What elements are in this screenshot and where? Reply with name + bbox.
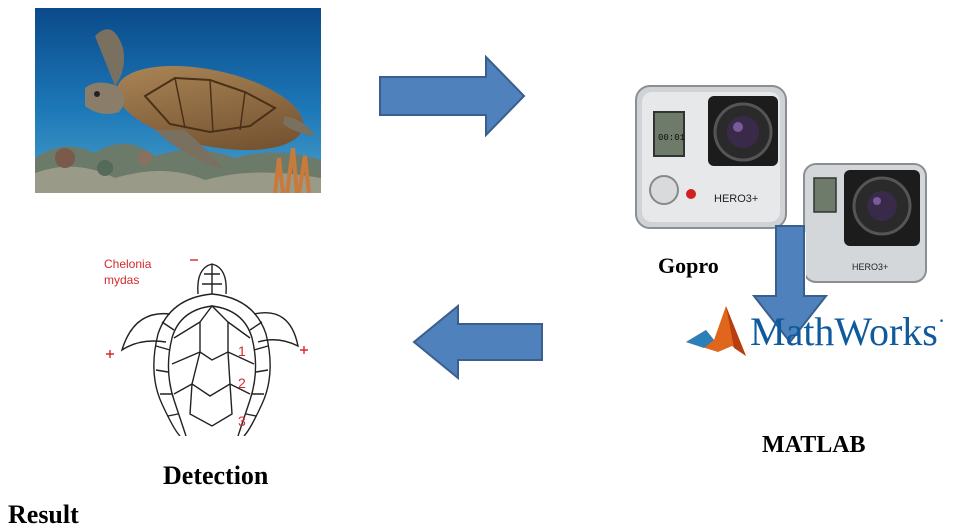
gopro-camera-photo: 00:01 HERO3+ HERO3+ <box>616 82 934 298</box>
species-name-line1: Chelonia <box>104 257 152 271</box>
mathworks-wordmark: MathWorks· <box>750 308 946 354</box>
gopro-label: Gopro <box>658 253 719 278</box>
arrow-down-icon <box>752 224 828 344</box>
species-name-line2: mydas <box>104 273 139 287</box>
turtle-shell-diagram: Chelonia mydas 1 2 3 <box>100 254 314 436</box>
scute-number-2: 2 <box>238 375 246 391</box>
detection-label: Detection <box>163 461 269 490</box>
camera-screen-text: 00:01 <box>658 133 685 143</box>
camera-brand-text: HERO3+ <box>714 193 758 205</box>
scute-number-1: 1 <box>238 343 246 359</box>
scute-number-3: 3 <box>238 413 246 429</box>
arrow-right-icon <box>378 55 526 137</box>
sea-turtle-photo <box>35 8 321 193</box>
camera-brand-text-small: HERO3+ <box>852 262 888 272</box>
result-label: Result <box>8 500 79 529</box>
arrow-left-icon <box>412 304 544 380</box>
mathworks-logo <box>684 300 748 362</box>
matlab-label: MATLAB <box>762 432 866 458</box>
